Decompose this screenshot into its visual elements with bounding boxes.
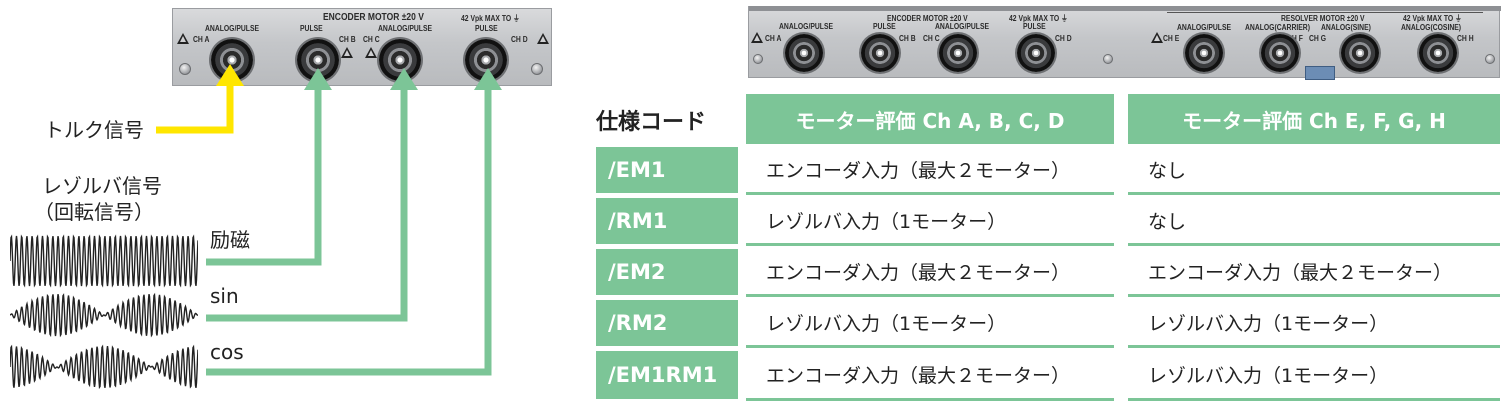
channel-label-c: CH C: [363, 35, 380, 44]
resolver-label-2: ANALOG(CARRIER): [1245, 23, 1310, 32]
table-cell: エンコーダ入力（最大２モーター）: [1128, 249, 1500, 297]
warning-icon: [1151, 32, 1163, 43]
label-pulse-b: PULSE: [300, 24, 323, 33]
table-cell: レゾルバ入力（1モーター）: [746, 300, 1114, 348]
spec-code: /EM1: [596, 147, 738, 193]
sin-label: sin: [210, 284, 239, 308]
panel-title: ENCODER MOTOR ±20 V: [323, 12, 424, 23]
resolver-section-frame: [1167, 12, 1483, 31]
spec-code: /EM2: [596, 249, 738, 295]
encoder-channel-b: CH B: [899, 34, 916, 43]
waveform-cos: [10, 344, 198, 390]
table-cell: なし: [1128, 198, 1500, 246]
encoder-title: ENCODER MOTOR ±20 V: [887, 14, 968, 23]
signal-wiring: [156, 64, 502, 376]
excitation-label: 励磁: [210, 228, 250, 252]
sin-waveform: [10, 292, 198, 338]
table-cell: レゾルバ入力（1モーター）: [1128, 351, 1500, 401]
bnc-connector-d[interactable]: [1017, 34, 1055, 72]
bnc-connector-g[interactable]: [1341, 34, 1379, 72]
screw-icon: [753, 54, 763, 64]
resolver-channel-f: CH F: [1287, 34, 1303, 43]
resolver-label-3: ANALOG(SINE): [1321, 23, 1371, 32]
resolver-max-label: 42 Vpk MAX TO ⏚: [1403, 14, 1462, 23]
excitation-waveform: [10, 234, 198, 288]
warning-icon: [365, 47, 377, 58]
encoder-channel-a: CH A: [765, 34, 782, 43]
label-analog-pulse-a: ANALOG/PULSE: [205, 24, 260, 33]
encoder-label-4: PULSE: [1023, 22, 1046, 31]
cos-arrow-icon: [474, 68, 502, 90]
table-cell: エンコーダ入力（最大２モーター）: [746, 351, 1114, 401]
sin-signal-line: [206, 88, 408, 322]
waveform-sin: [10, 292, 198, 338]
warning-icon: [537, 33, 549, 44]
bnc-connector-h[interactable]: [1419, 34, 1457, 72]
table-cell: レゾルバ入力（1モーター）: [1128, 300, 1500, 348]
label-analog-pulse-c: ANALOG/PULSE: [378, 24, 433, 33]
encoder-label-1: ANALOG/PULSE: [779, 22, 834, 31]
torque-arrow-icon: [216, 64, 244, 86]
encoder-channel-c: CH C: [923, 34, 940, 43]
spec-code: /RM2: [596, 300, 738, 346]
table-cell: エンコーダ入力（最大２モーター）: [746, 249, 1114, 297]
encoder-channel-d: CH D: [1055, 34, 1072, 43]
excitation-signal-line: [206, 88, 322, 266]
warning-icon: [341, 47, 353, 58]
encoder-resolver-panel-right: ENCODER MOTOR ±20 V 42 Vpk MAX TO ⏚ ANAL…: [748, 6, 1501, 80]
excitation-arrow-icon: [304, 68, 332, 90]
waveform-excitation: [10, 234, 198, 288]
warning-icon: [751, 32, 763, 43]
resolver-channel-h: CH H: [1457, 34, 1474, 43]
encoder-max-label: 42 Vpk MAX TO ⏚: [1009, 14, 1068, 23]
resolver-signal-sublabel: （回転信号）: [34, 200, 154, 224]
table-cell: エンコーダ入力（最大２モーター）: [746, 147, 1114, 195]
cos-label: cos: [210, 340, 244, 364]
table-header-abcd: モーター評価 Ch A, B, C, D: [746, 94, 1114, 144]
table-cell: なし: [1128, 147, 1500, 195]
screw-icon: [179, 63, 191, 75]
warning-icon: [177, 33, 189, 44]
bnc-connector-f[interactable]: [1261, 34, 1299, 72]
resolver-channel-e: CH E: [1163, 34, 1180, 43]
bnc-connector-c[interactable]: [939, 34, 977, 72]
channel-label-d: CH D: [511, 35, 528, 44]
spec-code: /EM1RM1: [596, 351, 738, 399]
bnc-connector-e[interactable]: [1185, 34, 1223, 72]
usb-port-icon: [1305, 66, 1335, 80]
resolver-label-1: ANALOG/PULSE: [1177, 23, 1232, 32]
label-pulse-d: PULSE: [475, 24, 498, 33]
resolver-title: RESOLVER MOTOR ±20 V: [1281, 14, 1365, 23]
screw-icon: [1485, 54, 1495, 64]
table-header-efgh: モーター評価 Ch E, F, G, H: [1128, 94, 1500, 144]
screw-icon: [531, 63, 543, 75]
channel-label-b: CH B: [339, 35, 356, 44]
resolver-label-4: ANALOG(COSINE): [1401, 23, 1462, 32]
panel-max-label: 42 Vpk MAX TO ⏚: [461, 14, 520, 23]
encoder-label-3: ANALOG/PULSE: [935, 22, 990, 31]
resolver-channel-g: CH G: [1309, 34, 1326, 43]
channel-label-a: CH A: [193, 35, 210, 44]
bnc-connector-c[interactable]: [379, 39, 421, 81]
screw-icon: [1103, 54, 1113, 64]
encoder-label-2: PULSE: [873, 22, 896, 31]
bnc-connector-a[interactable]: [785, 34, 823, 72]
cos-signal-line: [206, 88, 492, 376]
panel-top-ridge: [749, 6, 1501, 11]
table-cell: レゾルバ入力（1モーター）: [746, 198, 1114, 246]
bnc-connector-b[interactable]: [861, 34, 899, 72]
table-corner-label: 仕様コード: [596, 110, 707, 135]
torque-signal-line: [156, 84, 234, 134]
sin-arrow-icon: [390, 68, 418, 90]
torque-signal-label: トルク信号: [44, 118, 144, 142]
resolver-signal-label: レゾルバ信号: [42, 174, 162, 198]
spec-code: /RM1: [596, 198, 738, 244]
cos-waveform: [10, 344, 198, 390]
